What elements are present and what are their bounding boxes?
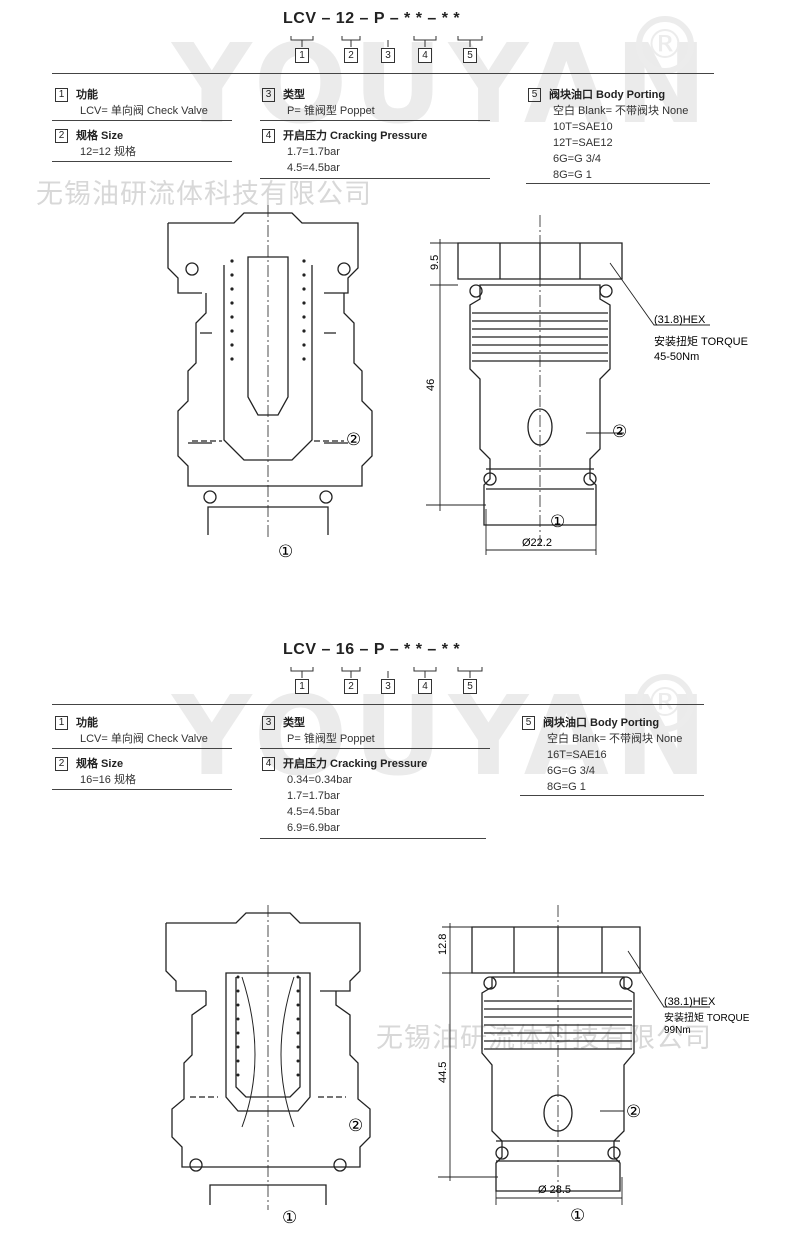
torque-label: 安装扭矩 TORQUE: [664, 1011, 750, 1024]
model-code: LCV – 16 – P – * * – * *: [283, 641, 461, 658]
code-box-5: 5: [463, 48, 477, 63]
dim-diameter: Ø22.2: [522, 537, 552, 549]
code-box-4: 4: [418, 48, 432, 63]
watermark-registered: ®: [636, 16, 694, 74]
divider: [52, 704, 704, 705]
port-2-label: ②: [348, 1116, 363, 1135]
model-code: LCV – 12 – P – * * – * *: [283, 10, 461, 27]
code-brackets: [290, 36, 483, 47]
external-view: 9.5 46 Ø22.2 (31.8)HEX 安装扭矩 TORQUE 45-50…: [425, 215, 748, 555]
dim-diameter: Ø 28.5: [538, 1184, 571, 1196]
torque-value: 99Nm: [664, 1025, 691, 1036]
hex-label: (31.8)HEX: [654, 314, 706, 326]
code-box-2: 2: [344, 679, 358, 694]
code-box-5: 5: [463, 679, 477, 694]
port-1-label: ①: [550, 512, 565, 531]
port-1-label: ①: [278, 542, 293, 561]
port-2-label: ②: [612, 422, 627, 441]
divider: [52, 73, 714, 74]
code-box-2: 2: [344, 48, 358, 63]
dim-top: 9.5: [429, 255, 441, 270]
dim-body: 46: [425, 379, 437, 391]
sectional-view: ② ①: [165, 905, 371, 1227]
port-2-label: ②: [626, 1102, 641, 1121]
code-box-3: 3: [381, 679, 395, 694]
code-box-3: 3: [381, 48, 395, 63]
sectional-view: ② ①: [167, 205, 373, 561]
external-view: 12.8 44.5 Ø 28.5 (38.1)HEX 安装扭矩 TORQUE 9…: [437, 905, 750, 1225]
torque-label: 安装扭矩 TORQUE: [654, 334, 748, 348]
port-1-label: ①: [282, 1208, 297, 1227]
dim-top: 12.8: [437, 934, 449, 955]
code-box-1: 1: [295, 679, 309, 694]
dim-body: 44.5: [437, 1062, 449, 1083]
torque-value: 45-50Nm: [654, 351, 699, 363]
code-box-4: 4: [418, 679, 432, 694]
code-box-1: 1: [295, 48, 309, 63]
hex-label: (38.1)HEX: [664, 996, 716, 1008]
port-2-label: ②: [346, 430, 361, 449]
code-brackets: [290, 667, 483, 678]
port-1-label: ①: [570, 1206, 585, 1225]
